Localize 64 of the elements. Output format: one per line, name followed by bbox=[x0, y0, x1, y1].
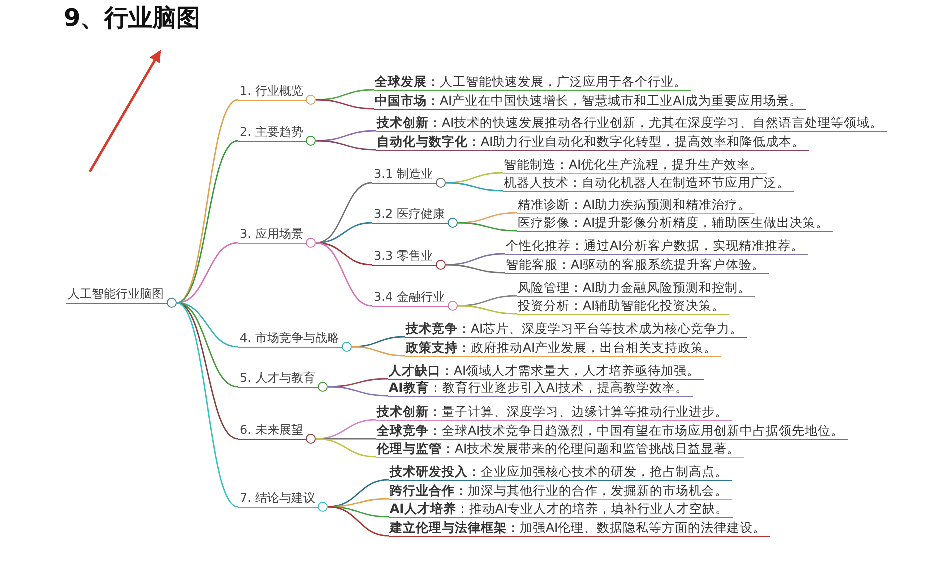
leaf-text: 技术研发投入：企业应加强核心技术的研发，抢占制高点。 bbox=[389, 463, 732, 481]
branch-line bbox=[458, 222, 518, 232]
leaf-text: 全球发展：人工智能快速发展，广泛应用于各个行业。 bbox=[374, 73, 691, 91]
branch-line bbox=[328, 378, 388, 388]
branch-topic: 3. 应用场景 bbox=[238, 226, 306, 244]
branch-line bbox=[176, 140, 238, 304]
leaf-text: 跨行业合作：加深与其他行业的合作，发掘新的市场机会。 bbox=[389, 482, 732, 500]
leaf-text: 智能客服：AI驱动的客服系统提升客户体验。 bbox=[505, 256, 770, 274]
branch-topic: 3.1 制造业 bbox=[372, 166, 436, 184]
branch-line bbox=[446, 264, 506, 274]
branch-line bbox=[176, 302, 238, 508]
leaf-text: 技术创新：AI技术的快速发展推动各行业创新，尤其在深度学习、自然语言处理等领域。 bbox=[376, 114, 888, 132]
branch-line bbox=[352, 346, 406, 357]
leaf-text: 中国市场：AI产业在中国快速增长，智慧城市和工业AI成为重要应用场景。 bbox=[374, 92, 806, 110]
root-topic: 人工智能行业脑图 bbox=[66, 286, 167, 304]
branch-line bbox=[458, 305, 518, 315]
branch-line bbox=[352, 336, 406, 348]
branch-line bbox=[328, 479, 390, 508]
branch-topic: 2. 主要趋势 bbox=[238, 124, 306, 142]
leaf-text: 医疗影像：AI提升影像分析精度，辅助医生做出决策。 bbox=[517, 214, 834, 232]
branch-line bbox=[458, 212, 518, 224]
branch-line bbox=[328, 498, 390, 508]
branch-topic: 7. 结论与建议 bbox=[238, 490, 318, 508]
branch-topic: 1. 行业概览 bbox=[238, 83, 306, 101]
leaf-text: 精准诊断：AI助力疾病预测和精准治疗。 bbox=[517, 196, 756, 214]
leaf-text: 技术创新：量子计算、深度学习、边缘计算等推动行业进步。 bbox=[376, 403, 732, 421]
leaf-text: AI教育：教育行业逐步引入AI技术，提高教学效率。 bbox=[388, 379, 693, 397]
branch-line bbox=[176, 302, 238, 440]
branch-line bbox=[176, 242, 238, 304]
branch-line bbox=[316, 140, 376, 151]
branch-topic: 6. 未来展望 bbox=[238, 422, 306, 440]
leaf-text: 全球竞争：全球AI技术竞争日趋激烈，中国有望在市场应用创新中占据领先地位。 bbox=[376, 422, 848, 440]
branch-line bbox=[328, 506, 390, 537]
branch-line bbox=[446, 172, 504, 184]
branch-topic: 4. 市场竞争与战略 bbox=[238, 330, 342, 348]
leaf-text: 伦理与监管：AI技术发展带来的伦理问题和监管挑战日益显著。 bbox=[376, 440, 744, 458]
branch-line bbox=[328, 386, 388, 397]
branch-topic: 3.4 金融行业 bbox=[372, 289, 448, 307]
branch-line bbox=[446, 182, 504, 192]
leaf-text: 风险管理：AI助力金融风险预测和控制。 bbox=[517, 279, 756, 297]
leaf-text: 建立伦理与法律框架：加强AI伦理、数据隐私等方面的法律建设。 bbox=[389, 519, 770, 537]
leaf-text: 智能制造：AI优化生产流程，提升生产效率。 bbox=[503, 156, 768, 174]
branch-topic: 3.2 医疗健康 bbox=[372, 206, 448, 224]
branch-line bbox=[458, 295, 518, 307]
leaf-text: 政策支持：政府推动AI产业发展，出台相关支持政策。 bbox=[405, 339, 722, 357]
leaf-text: 投资分析：AI辅助智能化投资决策。 bbox=[517, 297, 730, 315]
branch-line bbox=[316, 419, 376, 440]
branch-line bbox=[316, 182, 372, 244]
leaf-text: 个性化推荐：通过AI分析客户数据，实现精准推荐。 bbox=[505, 237, 808, 255]
branch-line bbox=[446, 253, 506, 266]
branch-line bbox=[316, 222, 372, 244]
leaf-text: 自动化与数字化：AI助力行业自动化和数字化转型，提高效率和降低成本。 bbox=[376, 133, 810, 151]
leaf-text: 人才缺口：AI领域人才需求量大，人才培养亟待加强。 bbox=[388, 362, 704, 380]
leaf-text: 技术竞争：AI芯片、深度学习平台等技术成为核心竞争力。 bbox=[405, 320, 748, 338]
branch-line bbox=[316, 99, 374, 110]
leaf-text: 机器人技术：自动化机器人在制造环节应用广泛。 bbox=[503, 174, 794, 192]
branch-line bbox=[316, 438, 376, 458]
branch-topic: 3.3 零售业 bbox=[372, 248, 436, 266]
branch-line bbox=[316, 89, 374, 101]
branch-line bbox=[316, 130, 376, 142]
branch-line bbox=[316, 242, 372, 307]
title: 9、行业脑图 bbox=[64, 3, 201, 34]
branch-topic: 5. 人才与教育 bbox=[238, 370, 318, 388]
leaf-text: AI人才培养：推动AI专业人才的培养，填补行业人才空缺。 bbox=[389, 500, 733, 518]
